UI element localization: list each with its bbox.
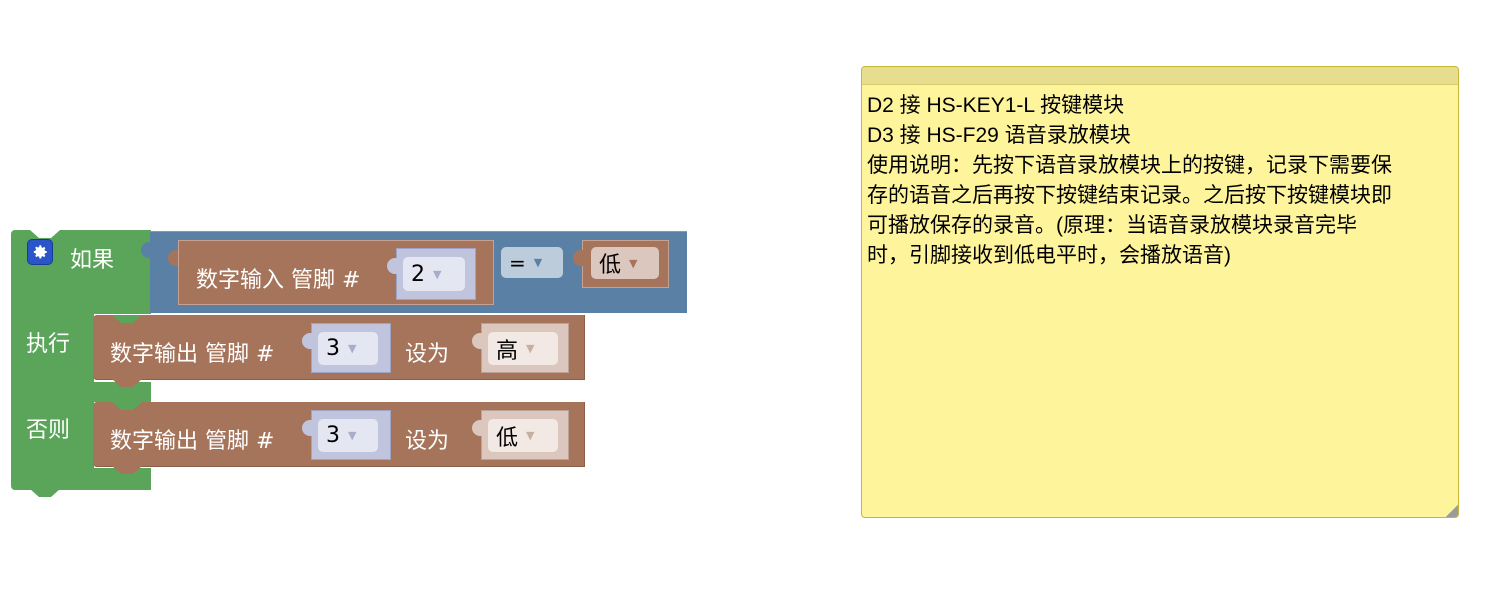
if-block-bottom-arm — [94, 468, 151, 490]
else-label: 否则 — [26, 418, 71, 443]
do-next-notch — [112, 379, 142, 387]
else-level-tab — [472, 420, 482, 436]
if-block-middle-arm — [94, 382, 151, 402]
dropdown-arrow-icon: ▼ — [433, 267, 442, 281]
read-pin-value: 2 — [411, 261, 425, 287]
digital-read-label: 数字输入 管脚 # — [196, 268, 361, 293]
digital-read-output-tab — [168, 250, 178, 266]
dropdown-arrow-icon: ▼ — [533, 256, 543, 269]
else-pin-tab — [302, 420, 312, 436]
do-set-label: 设为 — [405, 342, 450, 367]
dropdown-arrow-icon: ▼ — [526, 429, 535, 442]
operator-dropdown[interactable]: = ▼ — [501, 247, 563, 278]
do-label: 执行 — [26, 332, 71, 357]
if-label: 如果 — [70, 248, 115, 273]
else-write-label: 数字输出 管脚 # — [110, 429, 275, 454]
comment-bubble[interactable]: D2 接 HS-KEY1-L 按键模块 D3 接 HS-F29 语音录放模块 使… — [861, 66, 1459, 518]
gear-glyph-icon — [33, 245, 47, 259]
read-pin-dropdown[interactable]: 2 ▼ — [403, 257, 465, 291]
dropdown-arrow-icon: ▼ — [348, 342, 357, 355]
else-pin-dropdown[interactable]: 3 ▼ — [318, 419, 378, 452]
comment-drag-bar[interactable] — [862, 67, 1458, 85]
do-write-label: 数字输出 管脚 # — [110, 342, 275, 367]
dropdown-arrow-icon: ▼ — [348, 429, 357, 442]
do-level-dropdown[interactable]: 高 ▼ — [488, 332, 558, 365]
do-pin-dropdown[interactable]: 3 ▼ — [318, 332, 378, 365]
condition-level-dropdown[interactable]: 低 ▼ — [591, 247, 659, 279]
else-level-dropdown[interactable]: 低 ▼ — [488, 419, 558, 452]
if-block-spine — [11, 314, 94, 490]
condition-level-value: 低 — [599, 253, 622, 278]
dropdown-arrow-icon: ▼ — [526, 342, 535, 355]
do-prev-notch — [112, 315, 142, 323]
else-pin-value: 3 — [326, 423, 340, 448]
do-level-tab — [472, 333, 482, 349]
operator-value: = — [509, 250, 526, 275]
comment-textarea[interactable]: D2 接 HS-KEY1-L 按键模块 D3 接 HS-F29 语音录放模块 使… — [867, 94, 1392, 267]
if-block-next-notch — [30, 489, 60, 497]
else-prev-notch — [112, 402, 142, 410]
level-block-output-tab — [573, 250, 583, 266]
dropdown-arrow-icon: ▼ — [629, 256, 638, 270]
if-block-prev-notch — [30, 230, 60, 238]
read-pin-tab — [387, 258, 397, 274]
gear-icon[interactable] — [27, 239, 53, 265]
compare-block-output-tab — [141, 242, 151, 258]
resize-handle-icon[interactable] — [1446, 505, 1458, 517]
else-level-value: 低 — [496, 425, 519, 451]
do-pin-tab — [302, 333, 312, 349]
else-next-notch — [112, 466, 142, 474]
do-pin-value: 3 — [326, 336, 340, 361]
else-set-label: 设为 — [405, 429, 450, 454]
do-level-value: 高 — [496, 338, 519, 364]
